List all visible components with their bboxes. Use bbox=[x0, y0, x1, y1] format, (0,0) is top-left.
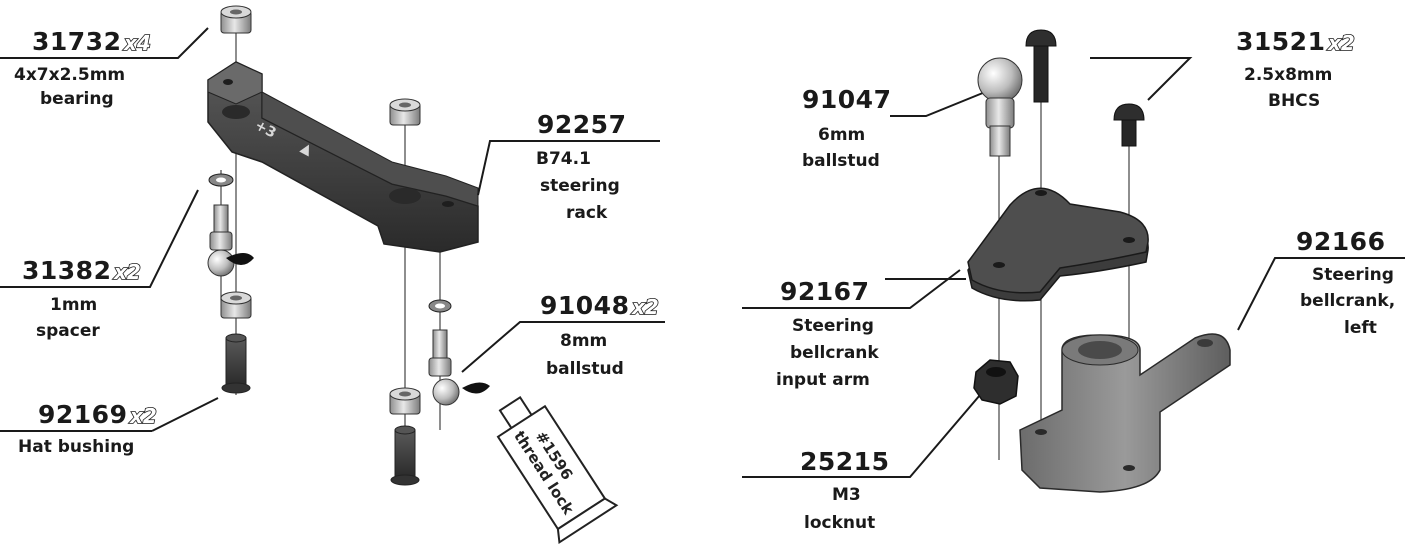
part-desc-31732-line1: 4x7x2.5mm bbox=[14, 65, 125, 85]
part-desc-92257-line1: B74.1 bbox=[536, 149, 591, 169]
part-number-25215: 25215 bbox=[800, 447, 889, 476]
part-number-31521: 31521 bbox=[1236, 27, 1325, 56]
part-desc-92166-line2: bellcrank, bbox=[1300, 291, 1395, 311]
part-desc-92167-line2: bellcrank bbox=[790, 343, 879, 363]
part-number-31382: 31382 bbox=[22, 256, 111, 285]
part-number-92167: 92167 bbox=[780, 277, 869, 306]
thread-lock-drop-icon bbox=[462, 382, 490, 394]
bearing-icon bbox=[389, 387, 421, 415]
bearing-icon bbox=[389, 98, 421, 126]
steering-rack-icon: +3 ▲ bbox=[207, 61, 479, 253]
part-number-31732: 31732 bbox=[32, 27, 121, 56]
quantity-badge: x2 bbox=[631, 295, 659, 319]
screw-icon bbox=[1025, 29, 1057, 103]
part-desc-91047-line2: ballstud bbox=[802, 151, 880, 171]
screw-icon bbox=[1113, 103, 1145, 147]
hat-bushing-icon bbox=[390, 425, 420, 486]
part-number-92166: 92166 bbox=[1296, 227, 1385, 256]
bearing-icon bbox=[220, 5, 252, 34]
part-desc-31521-line2: BHCS bbox=[1268, 91, 1320, 111]
part-desc-31382-line1: 1mm bbox=[50, 295, 97, 315]
quantity-badge: x2 bbox=[129, 404, 157, 428]
part-desc-91047-line1: 6mm bbox=[818, 125, 865, 145]
quantity-badge: x2 bbox=[1327, 31, 1355, 55]
part-desc-25215-line2: locknut bbox=[804, 513, 875, 533]
thread-lock-drop-icon bbox=[226, 253, 254, 265]
spacer-icon bbox=[428, 299, 452, 313]
bearing-icon bbox=[220, 291, 252, 319]
part-desc-92257-line3: rack bbox=[566, 203, 608, 223]
part-number-92169: 92169 bbox=[38, 400, 127, 429]
spacer-icon bbox=[208, 173, 234, 187]
part-desc-92166-line1: Steering bbox=[1312, 265, 1394, 285]
part-number-92257: 92257 bbox=[537, 110, 626, 139]
part-desc-25215-line1: M3 bbox=[832, 485, 861, 505]
part-number-91048: 91048 bbox=[540, 291, 629, 320]
ballstud-icon bbox=[207, 204, 235, 277]
part-desc-91048-line2: ballstud bbox=[546, 359, 624, 379]
part-desc-31521-line1: 2.5x8mm bbox=[1244, 65, 1332, 85]
ballstud-icon bbox=[428, 329, 460, 406]
part-desc-92169-line1: Hat bushing bbox=[18, 437, 134, 457]
leader-lines-left bbox=[0, 27, 1405, 478]
part-desc-92257-line2: steering bbox=[540, 176, 620, 196]
locknut-icon bbox=[973, 359, 1019, 405]
quantity-badge: x2 bbox=[113, 260, 141, 284]
part-desc-92166-line3: left bbox=[1344, 318, 1377, 338]
part-desc-91048-line1: 8mm bbox=[560, 331, 607, 351]
bellcrank-input-arm-icon bbox=[967, 187, 1149, 302]
steering-bellcrank-icon bbox=[1019, 333, 1231, 493]
part-desc-92167-line1: Steering bbox=[792, 316, 874, 336]
quantity-badge: x4 bbox=[123, 31, 151, 55]
thread-lock-tube-icon bbox=[496, 395, 619, 545]
part-desc-92167-line3: input arm bbox=[776, 370, 870, 390]
part-number-91047: 91047 bbox=[802, 85, 891, 114]
ballstud-icon bbox=[977, 57, 1023, 157]
part-desc-31382-line2: spacer bbox=[36, 321, 100, 341]
hat-bushing-icon bbox=[221, 333, 251, 394]
part-desc-31732-line2: bearing bbox=[40, 89, 114, 109]
